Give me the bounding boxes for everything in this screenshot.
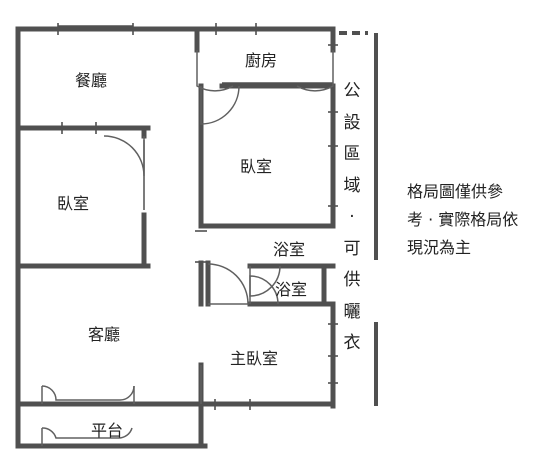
side-char: 可 bbox=[343, 238, 361, 259]
side-char: 區 bbox=[343, 144, 361, 164]
side-char: · bbox=[349, 207, 355, 227]
door-swings bbox=[41, 50, 334, 446]
room-label-master: 主臥室 bbox=[230, 349, 279, 368]
room-label-bath-1: 浴室 bbox=[273, 240, 306, 259]
note-line: 考 · 實際格局依 bbox=[407, 210, 519, 229]
window-marks bbox=[57, 23, 338, 410]
room-label-living: 客廳 bbox=[88, 325, 121, 344]
note-line: 現況為主 bbox=[407, 238, 472, 257]
side-char: 曬 bbox=[343, 301, 361, 322]
room-label-dining: 餐廳 bbox=[75, 71, 108, 90]
side-char: 域 bbox=[343, 175, 361, 196]
disclaimer-note: 格局圖僅供參 考 · 實際格局依 現況為主 bbox=[407, 178, 518, 262]
side-char: 供 bbox=[343, 270, 361, 290]
common-area-label: 公 設 區 域 · 可 供 曬 衣 bbox=[340, 76, 364, 360]
room-label-kitchen: 廚房 bbox=[245, 51, 278, 70]
side-char: 衣 bbox=[343, 333, 361, 353]
room-label-balcony: 平台 bbox=[91, 421, 124, 440]
balcony-rail bbox=[339, 31, 378, 406]
side-char: 公 bbox=[343, 81, 361, 101]
room-label-bath-2: 浴室 bbox=[275, 280, 308, 299]
room-label-bedroom-left: 臥室 bbox=[57, 194, 90, 213]
room-label-bedroom-mid: 臥室 bbox=[240, 157, 273, 176]
open-walls bbox=[58, 25, 333, 210]
side-char: 設 bbox=[343, 112, 361, 133]
note-line: 格局圖僅供參 bbox=[407, 182, 504, 201]
